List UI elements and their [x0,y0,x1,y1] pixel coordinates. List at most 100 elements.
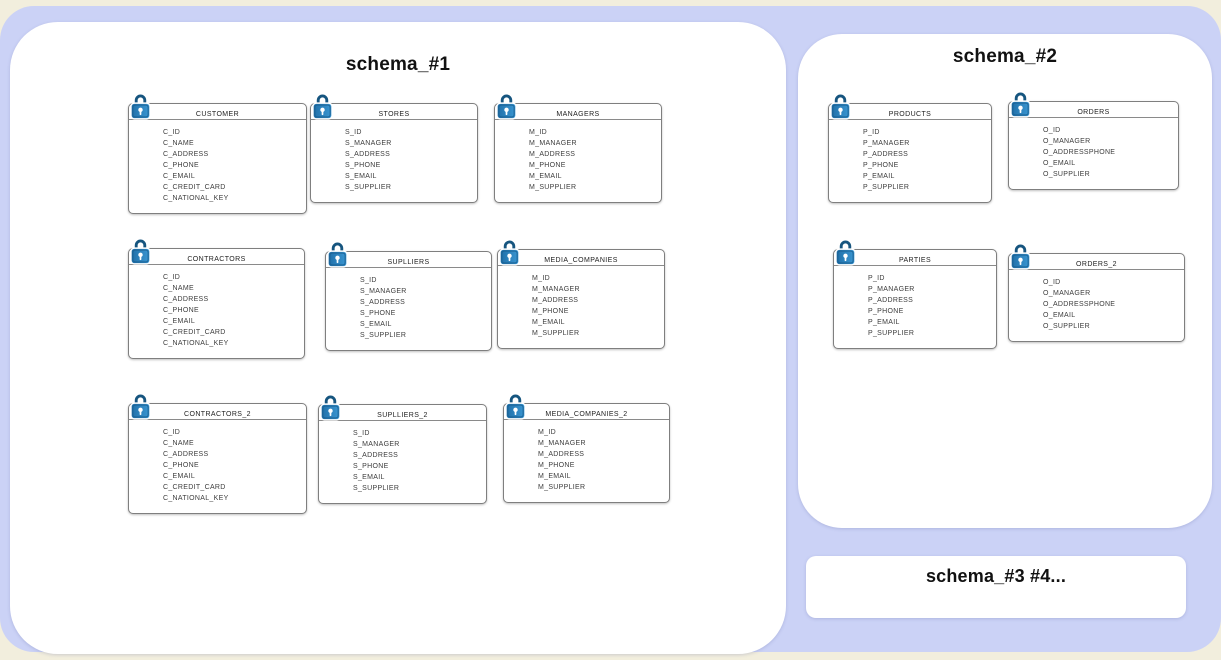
table-name: CUSTOMER [195,111,240,118]
field-row: P_MANAGER [863,140,910,147]
field-row: O_MANAGER [1043,290,1091,297]
table-header: SUPLLIERS_2 [319,405,486,421]
lock-icon [320,393,341,421]
field-row: S_ADDRESS [345,151,391,158]
field-row: O_SUPPLIER [1043,171,1090,178]
field-row: C_ID [163,129,181,136]
table-name: ORDERS [1077,109,1110,116]
table-name: MEDIA_COMPANIES [544,257,618,264]
table-card-media-companies[interactable]: MEDIA_COMPANIES M_ID M_MANAGER M_ADDRESS M_… [497,249,665,349]
lock-icon [130,92,151,120]
field-row: M_ADDRESS [538,451,585,458]
field-row: C_ADDRESS [163,296,209,303]
field-row: P_ID [863,129,880,136]
table-header: ORDERS [1009,102,1178,118]
table-card-contractors[interactable]: CONTRACTORS C_ID C_NAME C_ADDRESS C_PHONE C_… [128,248,305,359]
schema-panel-3: schema_#3 #4... [806,556,1186,618]
field-row: M_EMAIL [532,319,565,326]
table-header: CONTRACTORS_2 [129,404,306,420]
field-row: P_EMAIL [868,319,900,326]
field-row: C_ID [163,429,181,436]
field-row: C_CREDIT_CARD [163,329,226,336]
field-row: C_CREDIT_CARD [163,484,226,491]
field-row: C_ID [163,274,181,281]
field-row: M_MANAGER [532,286,580,293]
field-row: M_PHONE [538,462,575,469]
table-name: PRODUCTS [888,111,932,118]
lock-icon [1010,242,1031,270]
lock-icon [505,392,526,420]
table-name: SUPLLIERS_2 [377,412,428,419]
field-row: C_EMAIL [163,318,196,325]
field-row: M_EMAIL [538,473,571,480]
field-row: C_PHONE [163,307,199,314]
field-row: S_ID [345,129,362,136]
field-row: P_ADDRESS [863,151,909,158]
field-row: O_MANAGER [1043,138,1091,145]
table-name: CONTRACTORS [187,256,246,263]
field-row: M_SUPPLIER [538,484,586,491]
table-header: MANAGERS [495,104,661,120]
schema-1-title: schema_#1 [345,54,451,75]
field-row: M_ID [532,275,550,282]
field-row: C_PHONE [163,462,199,469]
field-row: O_ID [1043,127,1061,134]
lock-icon [130,392,151,420]
field-row: P_EMAIL [863,173,895,180]
field-row: S_EMAIL [345,173,377,180]
diagram-canvas: schema_#1 schema_#2 schema_#3 #4... CUST… [0,6,1221,654]
field-row: S_PHONE [345,162,381,169]
field-row: M_ID [529,129,547,136]
field-row: M_SUPPLIER [529,184,577,191]
table-header: PRODUCTS [829,104,991,120]
field-row: S_MANAGER [353,441,400,448]
schema-2-title: schema_#2 [952,46,1058,67]
field-row: C_PHONE [163,162,199,169]
field-row: P_PHONE [863,162,899,169]
field-row: C_ADDRESS [163,151,209,158]
field-row: S_ID [360,277,377,284]
table-name: MANAGERS [556,111,600,118]
field-row: M_SUPPLIER [532,330,580,337]
field-row: S_PHONE [353,463,389,470]
field-row: C_NAME [163,285,194,292]
field-row: S_MANAGER [360,288,407,295]
field-row: C_NAME [163,440,194,447]
table-header: ORDERS_2 [1009,254,1184,270]
table-name: ORDERS_2 [1076,261,1117,268]
table-header: CUSTOMER [129,104,306,120]
field-row: S_PHONE [360,310,396,317]
lock-icon [1010,90,1031,118]
field-row: M_ADDRESS [532,297,579,304]
field-row: S_ID [353,430,370,437]
table-card-products[interactable]: PRODUCTS P_ID P_MANAGER P_ADDRESS P_PHONE P_… [828,103,992,203]
field-row: S_ADDRESS [360,299,406,306]
lock-icon [499,238,520,266]
table-header: MEDIA_COMPANIES [498,250,664,266]
field-row: C_NATIONAL_KEY [163,195,229,202]
field-row: C_EMAIL [163,173,196,180]
field-row: P_ADDRESS [868,297,914,304]
field-row: S_SUPPLIER [353,485,400,492]
table-header: STORES [311,104,477,120]
lock-icon [496,92,517,120]
field-row: M_ID [538,429,556,436]
field-row: P_SUPPLIER [863,184,910,191]
